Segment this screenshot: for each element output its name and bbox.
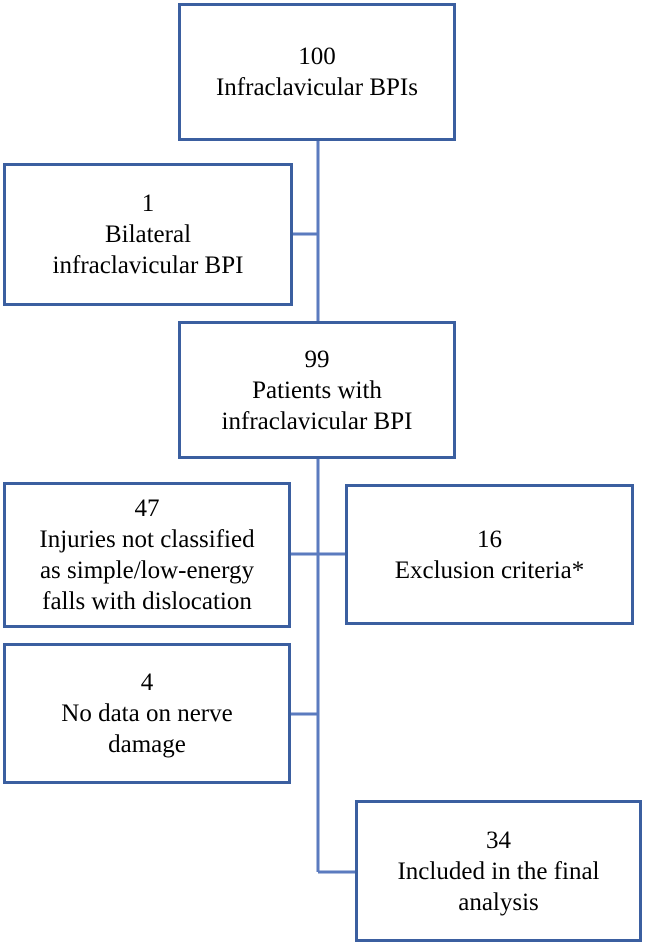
box-patients: 99 Patients with infraclavicular BPI <box>178 321 456 459</box>
box-exclusion-count: 16 <box>477 525 502 553</box>
box-exclusion: 16 Exclusion criteria* <box>345 484 634 625</box>
box-not-classified-label-2: as simple/low-energy <box>39 557 255 584</box>
box-no-data-count: 4 <box>140 669 154 696</box>
box-total-label: Infraclavicular BPIs <box>215 74 418 101</box>
box-not-classified-label-1: Injuries not classified <box>39 526 255 553</box>
box-not-classified: 47 Injuries not classified as simple/low… <box>3 482 291 628</box>
box-bilateral-label-1: Bilateral <box>104 221 192 248</box>
box-no-data-label-1: No data on nerve <box>61 700 233 727</box>
box-not-classified-label-3: falls with dislocation <box>42 588 252 615</box>
box-not-classified-count: 47 <box>134 495 160 522</box>
box-bilateral-count: 1 <box>141 190 155 217</box>
box-no-data: 4 No data on nerve damage <box>3 643 291 784</box>
box-patients-label-2: infraclavicular BPI <box>221 407 413 435</box>
box-no-data-label-2: damage <box>108 731 186 758</box>
box-included-label-1: Included in the final <box>397 857 600 885</box>
box-bilateral-label-2: infraclavicular BPI <box>52 252 244 279</box>
box-included-count: 34 <box>486 826 511 854</box>
box-exclusion-label: Exclusion criteria* <box>394 556 585 584</box>
box-patients-label-1: Patients with <box>252 376 382 404</box>
box-patients-count: 99 <box>304 345 330 373</box>
box-total-bpis: 100 Infraclavicular BPIs <box>178 3 456 141</box>
box-included-label-2: analysis <box>458 888 539 916</box>
box-included: 34 Included in the final analysis <box>355 800 642 942</box>
box-total-count: 100 <box>298 43 336 70</box>
box-bilateral: 1 Bilateral infraclavicular BPI <box>3 163 293 306</box>
